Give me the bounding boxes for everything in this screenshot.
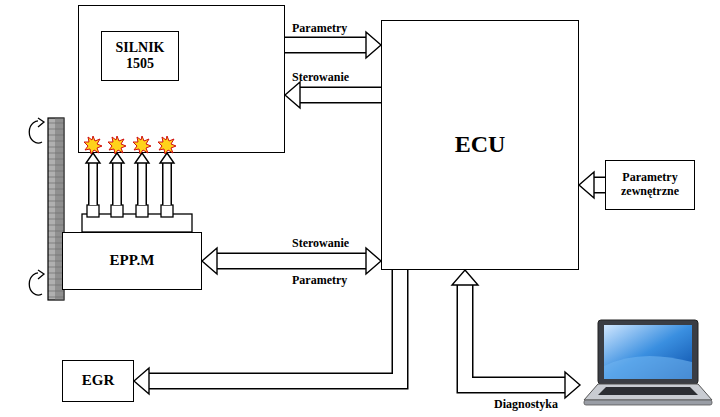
arrow-label: Parametry [292, 21, 347, 36]
node-label: Parametry zewnętrzne [610, 171, 690, 199]
engine-label-box: SILNIK 1505 [101, 31, 179, 81]
node-label: SILNIK 1505 [108, 40, 172, 72]
rotation-arrow [29, 118, 44, 295]
injector-arrow [160, 153, 174, 205]
engine-box: SILNIK 1505 [78, 5, 285, 153]
node-label: Diagnostyka [494, 398, 558, 412]
block-arrow [202, 248, 381, 274]
node-label: EPP.M [110, 252, 155, 269]
injection-pump-box: EPP.M [62, 232, 202, 290]
arrow-label: Sterowanie [292, 236, 349, 251]
block-arrow [285, 82, 381, 108]
block-arrow [285, 32, 381, 58]
node-label: ECU [455, 131, 506, 159]
block-arrow [452, 270, 580, 398]
laptop-node: Diagnostyka [580, 318, 715, 408]
injector-arrow [135, 153, 149, 205]
fuel-rail [82, 205, 192, 232]
arrow-label: Sterowanie [292, 70, 349, 85]
block-arrow [579, 172, 605, 198]
injector-arrow [86, 153, 100, 205]
input-box: Parametry zewnętrzne [605, 160, 695, 210]
injector-arrow [110, 153, 124, 205]
arrow-label: Parametry [292, 273, 347, 288]
ecu-box: ECU [381, 20, 579, 270]
spark-symbol [84, 136, 176, 154]
egr-box: EGR [62, 360, 134, 402]
node-label: EGR [82, 372, 115, 389]
laptop-icon [580, 318, 715, 408]
